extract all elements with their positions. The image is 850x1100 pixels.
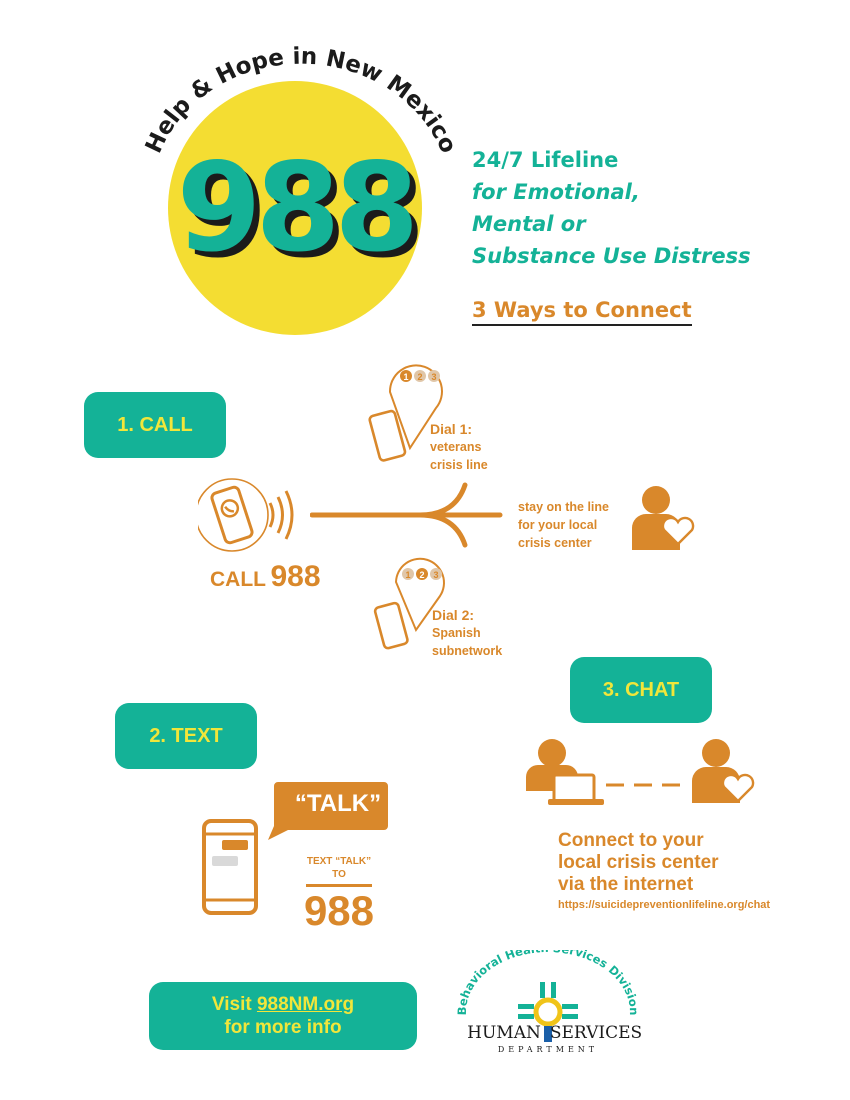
dial1-title: Dial 1: bbox=[430, 421, 473, 437]
talk-speech-bubble bbox=[268, 782, 388, 840]
counselor-heart-icon bbox=[632, 486, 695, 550]
visit-link[interactable]: 988NM.org bbox=[256, 994, 355, 1015]
dial2-text: Dial 2: Spanish subnetwork bbox=[432, 606, 502, 660]
call-number: 988 bbox=[270, 560, 321, 593]
talk-bubble-text: “TALK” bbox=[294, 790, 382, 817]
text-number: 988 bbox=[303, 887, 375, 934]
text-instruction-line2: TO bbox=[332, 869, 346, 880]
chat-counselor-heart-icon bbox=[692, 739, 755, 803]
stay-on-line-text: stay on the line for your local crisis c… bbox=[518, 498, 609, 552]
chat-url[interactable]: https://suicidepreventionlifeline.org/ch… bbox=[558, 899, 771, 911]
svg-text:2: 2 bbox=[417, 372, 422, 382]
text-instruction-divider bbox=[306, 884, 372, 887]
call-988-label: CALL 988 bbox=[210, 560, 321, 594]
dial1-line2: veterans bbox=[430, 440, 482, 454]
hero-graphic: Help & Hope in New Mexico 988 988 bbox=[141, 44, 460, 335]
dial2-line3: subnetwork bbox=[432, 644, 503, 658]
dial2-line2: Spanish bbox=[432, 626, 481, 640]
dial1-line3: crisis line bbox=[430, 458, 488, 472]
hero-number: 988 bbox=[177, 137, 414, 279]
text-instruction: TEXT “TALK” TO 988 bbox=[296, 855, 382, 935]
tagline: 24/7 Lifeline for Emotional, Mental or S… bbox=[472, 144, 751, 272]
chat-button[interactable]: 3. CHAT bbox=[570, 657, 712, 723]
tagline-line2: for Emotional, bbox=[472, 180, 640, 204]
tagline-line3: Mental or bbox=[472, 212, 586, 236]
text-phone-icon bbox=[202, 819, 258, 915]
call-button[interactable]: 1. CALL bbox=[84, 392, 226, 458]
dial2-pin-icon: 1 2 3 bbox=[373, 557, 445, 650]
connect-heading: 3 Ways to Connect bbox=[472, 298, 692, 326]
svg-text:1: 1 bbox=[403, 372, 408, 382]
visit-line1: Visit 988NM.org bbox=[212, 993, 354, 1016]
chat-line2: local crisis center bbox=[558, 852, 719, 873]
stay-line1: stay on the line bbox=[518, 500, 609, 514]
stay-line2: for your local bbox=[518, 518, 598, 532]
logo-services: SERVICES bbox=[550, 1023, 642, 1043]
phone-ringing-icon bbox=[198, 478, 294, 552]
svg-text:3: 3 bbox=[431, 372, 436, 382]
visit-line2: for more info bbox=[224, 1017, 342, 1038]
svg-text:2: 2 bbox=[419, 570, 424, 580]
logo-human: HUMAN bbox=[467, 1023, 541, 1043]
logo-department: DEPARTMENT bbox=[498, 1045, 598, 1054]
chat-connection-dashes bbox=[606, 783, 680, 787]
svg-text:1: 1 bbox=[405, 570, 410, 580]
chat-description: Connect to your local crisis center via … bbox=[558, 830, 770, 914]
visit-button[interactable]: Visit 988NM.org for more info bbox=[149, 982, 417, 1050]
hero-number-shadow: 988 bbox=[183, 143, 420, 285]
call-routing-lines bbox=[310, 482, 503, 548]
yellow-sun-circle bbox=[168, 81, 422, 335]
chat-line3: via the internet bbox=[558, 874, 694, 895]
dial1-pin-icon: 1 2 3 bbox=[368, 364, 443, 462]
chat-line1: Connect to your bbox=[558, 830, 704, 851]
dial1-text: Dial 1: veterans crisis line bbox=[430, 420, 488, 474]
tagline-line1: 24/7 Lifeline bbox=[472, 148, 619, 172]
chat-laptop-person-icon bbox=[526, 739, 604, 805]
text-button[interactable]: 2. TEXT bbox=[115, 703, 257, 769]
hsd-logo: Behavioral Health Services Division HUMA… bbox=[455, 950, 642, 1054]
tagline-line4: Substance Use Distress bbox=[472, 244, 751, 268]
svg-text:3: 3 bbox=[433, 570, 438, 580]
dial2-title: Dial 2: bbox=[432, 607, 475, 623]
text-instruction-line1: TEXT “TALK” bbox=[306, 856, 372, 867]
call-prefix: CALL bbox=[210, 568, 266, 591]
stay-line3: crisis center bbox=[518, 536, 592, 550]
zia-sun-icon bbox=[518, 982, 578, 1042]
visit-prefix: Visit bbox=[211, 994, 257, 1015]
